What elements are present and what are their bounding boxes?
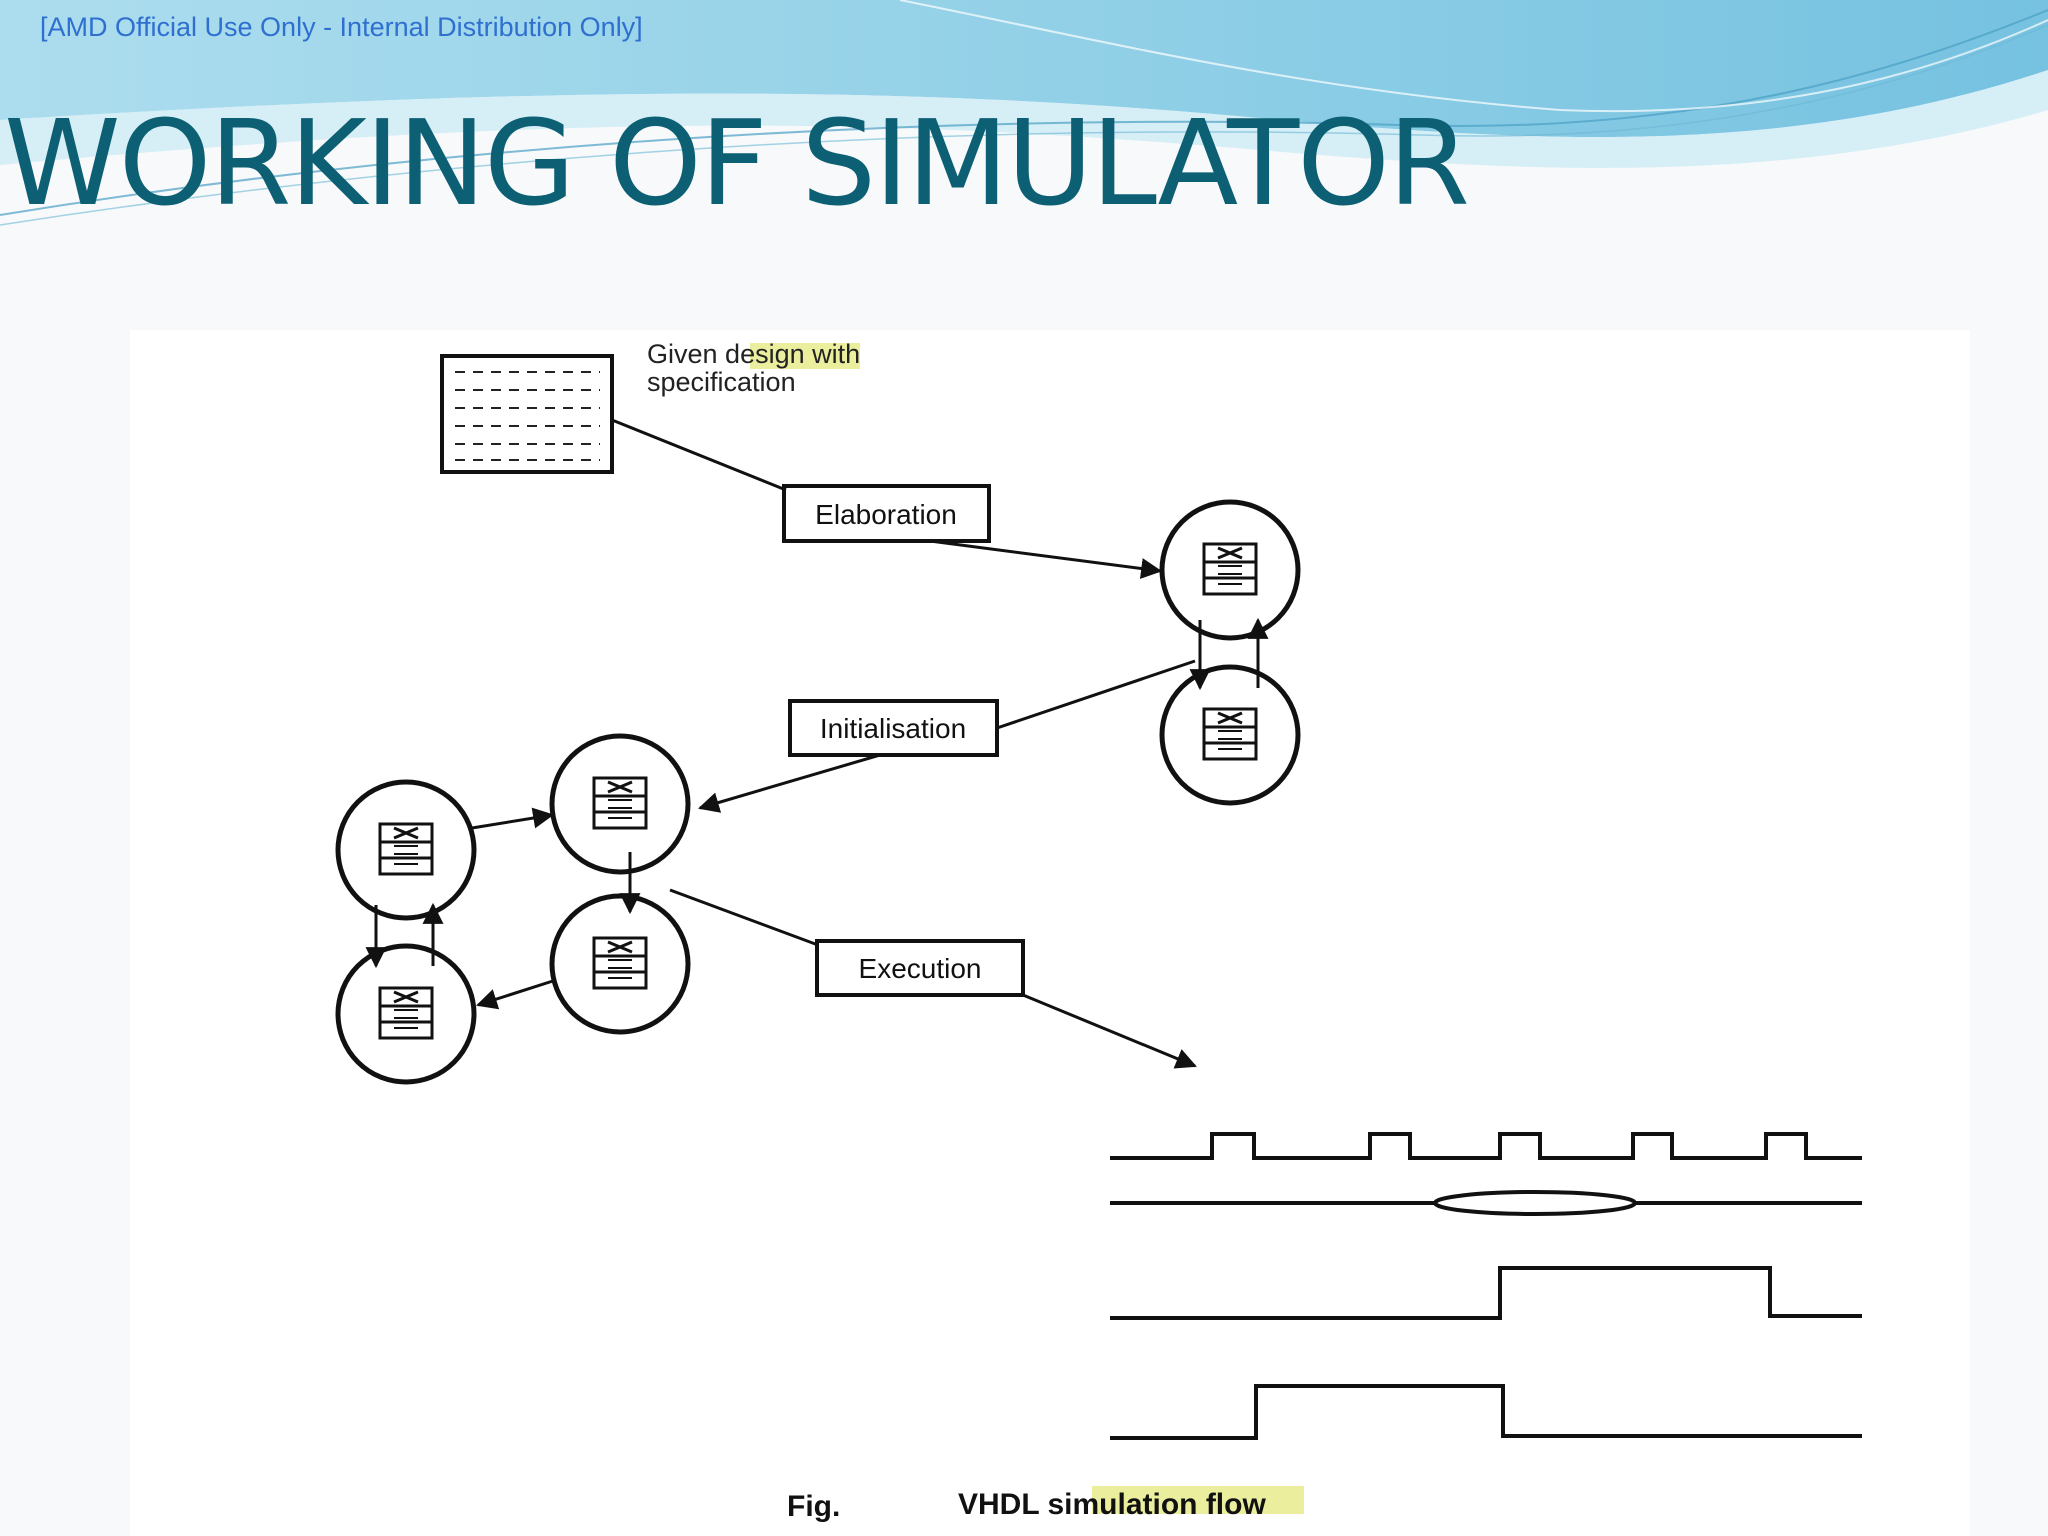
stage-execution-box: Execution bbox=[815, 939, 1025, 997]
figure-caption-label: Fig. bbox=[787, 1490, 840, 1523]
classification-label: [AMD Official Use Only - Internal Distri… bbox=[40, 12, 643, 42]
figure-caption: VHDL simulation flow bbox=[958, 1488, 1266, 1521]
stage-initialisation-box: Initialisation bbox=[788, 699, 999, 757]
figure-background bbox=[130, 330, 1970, 1536]
design-highlight bbox=[750, 343, 860, 369]
design-spec-block bbox=[440, 354, 614, 474]
stage-initialisation-label: Initialisation bbox=[820, 713, 966, 744]
header-wave-band bbox=[0, 0, 2048, 226]
process-node bbox=[549, 733, 691, 875]
slide-title: WORKING OF SIMULATOR bbox=[4, 94, 1470, 232]
process-node bbox=[1159, 499, 1301, 641]
connectors bbox=[365, 418, 1269, 1069]
signal-waveform-b bbox=[1110, 1384, 1862, 1440]
stage-execution-label: Execution bbox=[859, 953, 982, 984]
caption-highlight bbox=[1092, 1486, 1304, 1514]
clock-waveform bbox=[1110, 1132, 1862, 1160]
bus-waveform bbox=[1110, 1190, 1862, 1216]
design-label-line2: specification bbox=[647, 367, 796, 397]
design-label: Given design with bbox=[647, 339, 860, 369]
process-node bbox=[549, 893, 691, 1035]
process-node bbox=[335, 943, 477, 1085]
process-node bbox=[1159, 664, 1301, 806]
signal-waveform-a bbox=[1110, 1266, 1862, 1320]
timing-waveforms bbox=[1110, 1132, 1862, 1440]
stage-elaboration-box: Elaboration bbox=[782, 484, 991, 543]
stage-elaboration-label: Elaboration bbox=[815, 499, 957, 530]
process-node bbox=[335, 779, 477, 921]
